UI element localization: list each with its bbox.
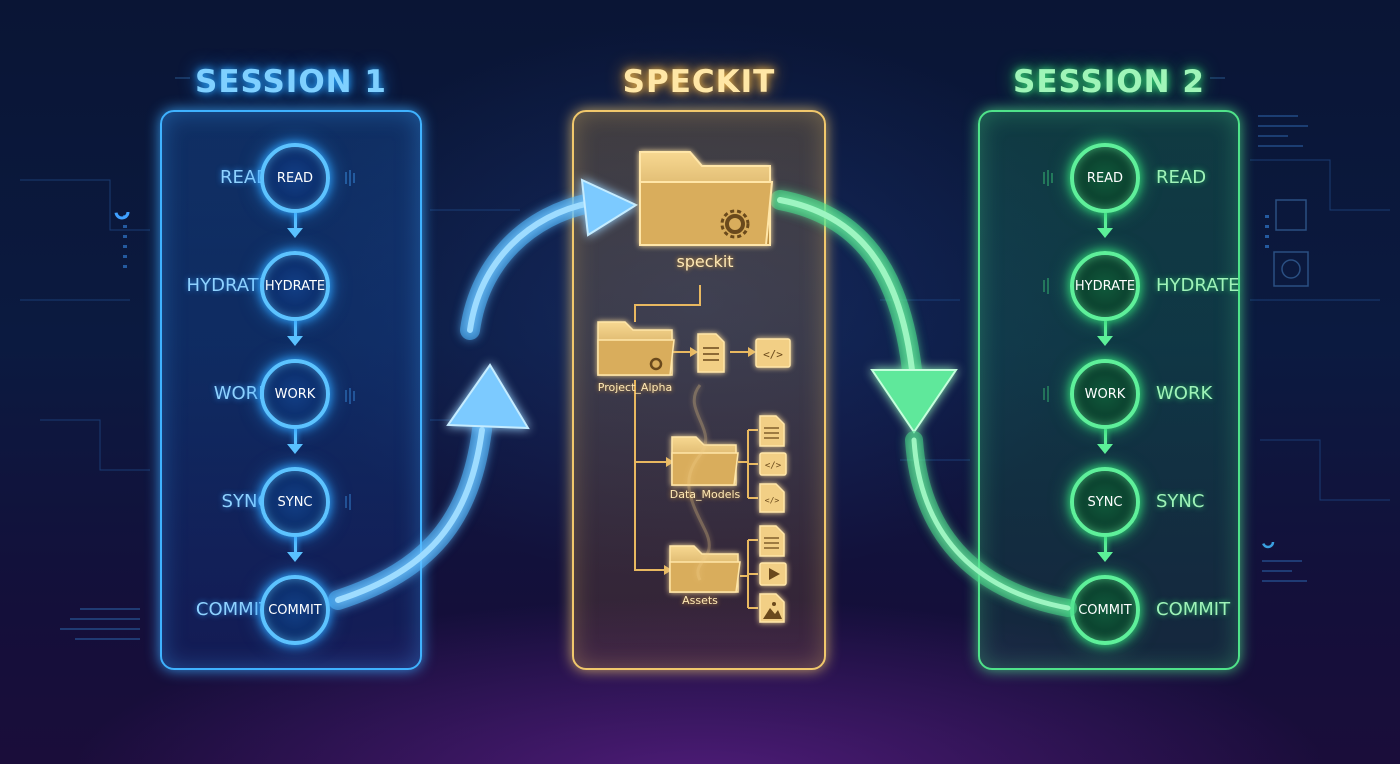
step-label-work: WORK <box>1156 383 1213 404</box>
step-label-commit: COMMIT <box>195 599 270 620</box>
flow-connector <box>1104 537 1107 553</box>
flow-connector <box>1104 321 1107 337</box>
svg-text:</>: </> <box>763 348 783 361</box>
arrow-down-head <box>870 369 958 434</box>
flow-arrowhead <box>287 336 303 346</box>
speckit-folder-label: speckit <box>676 252 734 271</box>
session-2-title: SESSION 2 <box>1013 64 1205 100</box>
step-label-commit: COMMIT <box>1156 599 1231 620</box>
flow-arrowhead <box>1097 228 1113 238</box>
svg-text:</>: </> <box>765 461 782 471</box>
flow-arrowhead <box>287 444 303 454</box>
folder-label-project-alpha: Project_Alpha <box>597 381 673 394</box>
document-icon <box>759 525 785 557</box>
step-label-work: WORK <box>213 383 270 404</box>
document-icon <box>759 415 785 447</box>
step-label-sync: SYNC <box>1156 491 1205 512</box>
step-node-hydrate[interactable]: HYDRATE <box>260 251 330 321</box>
folder-label-assets: Assets <box>682 594 718 607</box>
step-node-sync[interactable]: SYNC <box>1070 467 1140 537</box>
session-1-title: SESSION 1 <box>195 64 387 100</box>
speckit-title: SPECKIT <box>622 64 776 100</box>
folder-label-data-models: Data_Models <box>669 488 741 501</box>
flow-connector <box>294 321 297 337</box>
step-node-work[interactable]: WORK <box>1070 359 1140 429</box>
step-node-work[interactable]: WORK <box>260 359 330 429</box>
step-label-read: READ <box>219 167 270 188</box>
code-file-icon: </> <box>759 452 787 476</box>
flow-arrowhead <box>1097 444 1113 454</box>
step-node-commit[interactable]: COMMIT <box>1070 575 1140 645</box>
blue-arrow-to-speckit <box>328 178 639 610</box>
step-label-sync: SYNC <box>221 491 270 512</box>
flow-arrowhead <box>1097 552 1113 562</box>
svg-text:</>: </> <box>765 496 780 505</box>
code-file-icon: </> <box>755 338 791 368</box>
flow-arrowhead <box>287 228 303 238</box>
step-label-hydrate: HYDRATE <box>186 275 270 296</box>
flow-connector <box>1104 429 1107 445</box>
step-node-commit[interactable]: COMMIT <box>260 575 330 645</box>
folder-gear-icon <box>597 321 675 376</box>
flow-arrowhead <box>287 552 303 562</box>
flow-connector <box>294 537 297 553</box>
image-file-icon <box>759 593 785 623</box>
step-node-read[interactable]: READ <box>1070 143 1140 213</box>
step-node-sync[interactable]: SYNC <box>260 467 330 537</box>
folder-gear-icon <box>639 151 774 246</box>
document-icon <box>697 333 725 373</box>
green-arrow-to-session-2 <box>770 190 1077 617</box>
step-label-hydrate: HYDRATE <box>1156 275 1240 296</box>
flow-connector <box>294 213 297 229</box>
step-node-hydrate[interactable]: HYDRATE <box>1070 251 1140 321</box>
data-stream <box>687 384 711 581</box>
code-file-icon: </> <box>759 483 785 513</box>
flow-connector <box>1104 213 1107 229</box>
flow-connector <box>294 429 297 445</box>
step-label-read: READ <box>1156 167 1207 188</box>
arrow-up-head <box>446 363 530 430</box>
step-node-read[interactable]: READ <box>260 143 330 213</box>
flow-arrowhead <box>1097 336 1113 346</box>
video-file-icon <box>759 562 787 586</box>
arrow-right-head <box>580 178 639 237</box>
folder-icon <box>669 545 741 593</box>
